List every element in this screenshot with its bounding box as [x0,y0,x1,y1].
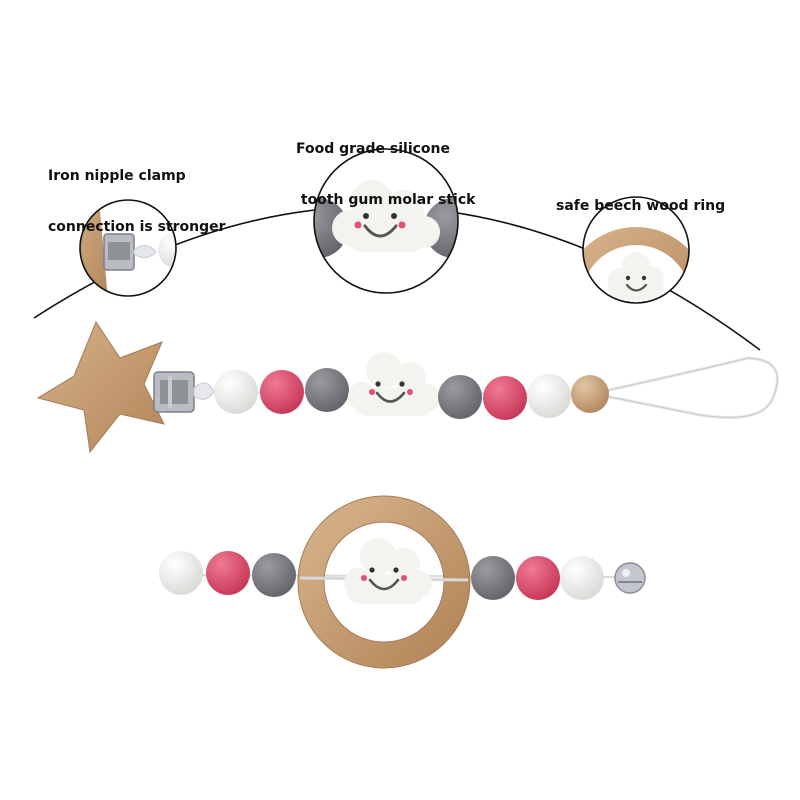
silicone-zoom-circle [313,148,459,294]
silicone-callout-line2: tooth gum molar stick [296,192,476,208]
clamp-callout-line2: connection is stronger [48,219,226,235]
wood-ring [298,496,470,668]
ring-callout-line1: safe beech wood ring [556,198,726,214]
ring-zoom-circle [582,196,690,304]
clamp-callout-text: Iron nipple clamp connection is stronger [48,134,226,270]
clamp-zoom-circle [79,199,177,297]
teether-ring-strand [159,495,646,669]
cloud-bead-strand [348,352,440,416]
silicone-callout-line1: Food grade silicone [296,141,450,157]
ring-callout-text: safe beech wood ring [556,164,725,249]
cloud-bead-ring [344,538,432,604]
metal-clamp [153,371,195,413]
bell-charm [614,562,646,594]
wood-star [36,320,165,454]
cloud-bead-large [332,180,440,252]
cloud-bead-small [608,252,664,300]
silicone-callout-text: Food grade silicone tooth gum molar stic… [296,107,475,243]
clamp-callout-line1: Iron nipple clamp [48,168,186,184]
pacifier-clip-strand [36,320,779,454]
